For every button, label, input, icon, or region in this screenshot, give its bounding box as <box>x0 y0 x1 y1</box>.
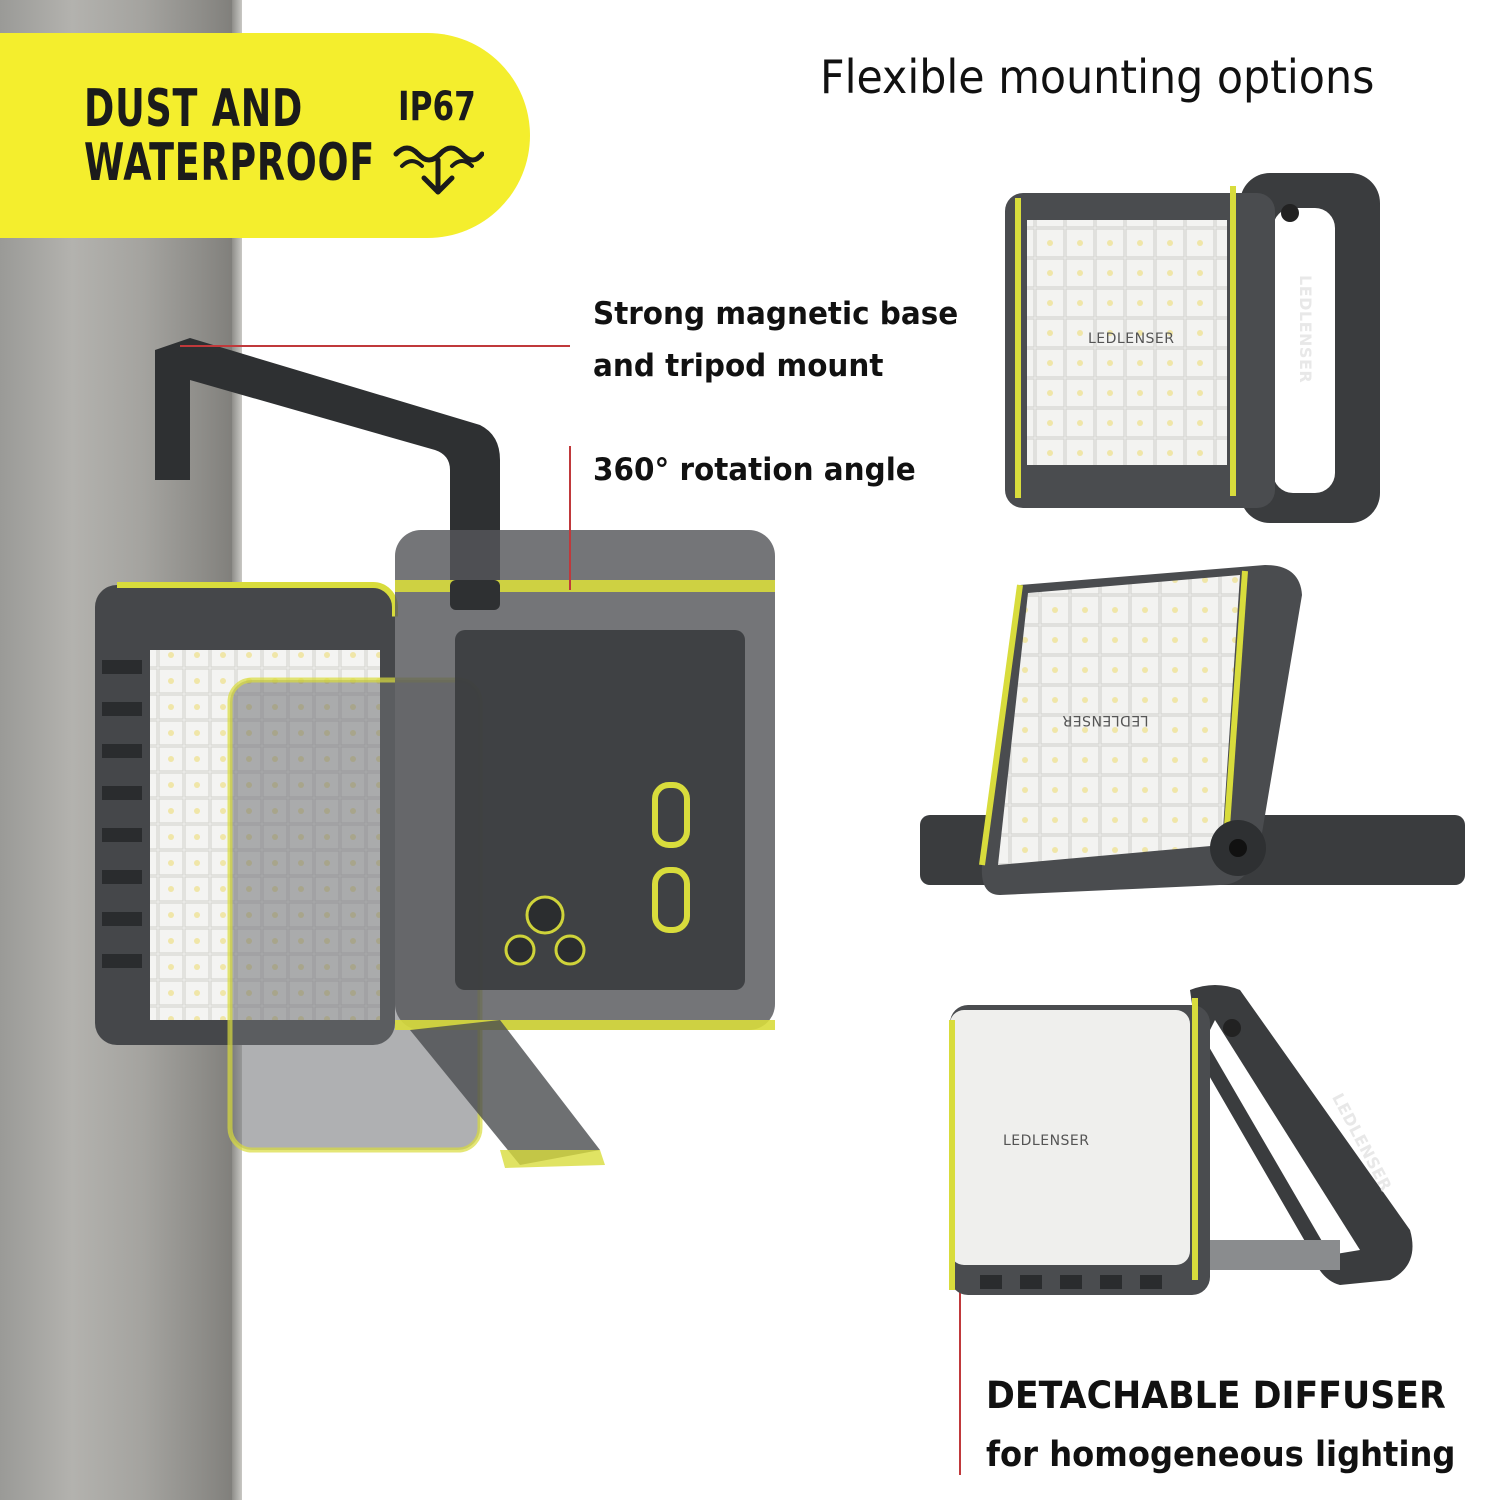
badge-title: DUST AND WATERPROOF <box>84 82 375 190</box>
cable-clip <box>652 782 690 848</box>
water-submerge-icon <box>393 145 484 195</box>
control-button <box>504 934 536 966</box>
badge-line-1: DUST AND <box>84 79 304 139</box>
badge-line-2: WATERPROOF <box>84 133 376 193</box>
lamp-stand-frame <box>1190 985 1413 1285</box>
ip-rating-badge <box>0 33 530 238</box>
lamp-with-diffuser <box>949 985 1413 1295</box>
control-button <box>525 895 565 935</box>
callout-rotation: 360° rotation angle <box>593 452 916 488</box>
brand-logo-inverted: LEDLENSER <box>1062 712 1149 728</box>
callout-magnetic: Strong magnetic base and tripod mount <box>593 288 958 392</box>
lamp-control-plate <box>455 630 745 990</box>
diffuser-heading: DETACHABLE DIFFUSER <box>986 1374 1446 1417</box>
diffuser-subheading: for homogeneous lighting <box>986 1435 1456 1475</box>
brand-logo-handle: LEDLENSER <box>1296 275 1315 384</box>
lamp-tilted-stand <box>920 565 1465 895</box>
lamp-upright-handle <box>1005 173 1380 523</box>
ip-rating-label: IP67 <box>398 84 476 130</box>
brand-logo-diffuser: LEDLENSER <box>1003 1133 1090 1149</box>
led-grid <box>1027 220 1227 465</box>
cable-clip <box>652 867 690 933</box>
main-lamp-illustration <box>92 338 775 1168</box>
control-button <box>554 934 586 966</box>
callout-magnetic-line-1: Strong magnetic base <box>593 296 959 332</box>
lamp-panel-rotated <box>410 1020 600 1165</box>
callout-magnetic-line-2: and tripod mount <box>593 348 884 384</box>
diffuser-panel <box>950 1010 1190 1265</box>
brand-logo: LEDLENSER <box>1088 331 1175 347</box>
page-title: Flexible mounting options <box>820 50 1375 104</box>
led-grid <box>998 575 1240 865</box>
